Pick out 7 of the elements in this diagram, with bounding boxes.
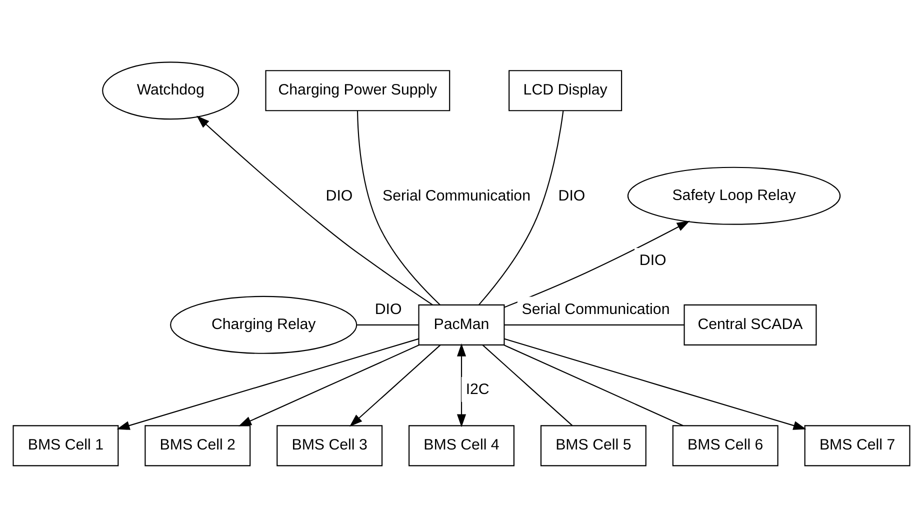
edge-label: DIO	[639, 251, 666, 268]
edge-label: Serial Communication	[382, 186, 531, 204]
edge-label: DIO	[374, 300, 402, 318]
edge-label: DIO	[326, 186, 353, 204]
edge-label: Serial Communication	[522, 300, 670, 318]
edge-label: I2C	[466, 380, 490, 398]
edge-label: DIO	[558, 186, 586, 204]
